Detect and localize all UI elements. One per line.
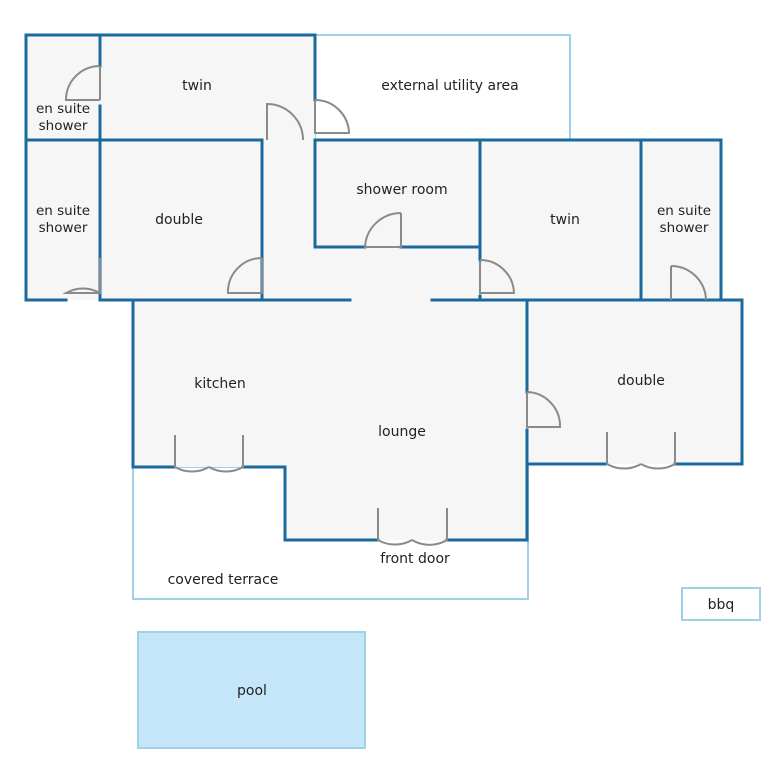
floor-double-left xyxy=(100,140,262,300)
door-utility xyxy=(314,99,351,134)
floor-twin-top xyxy=(100,35,315,140)
floor-ensuite-top xyxy=(26,35,100,140)
doors xyxy=(62,65,707,546)
label-ensuite-mid-line2: shower xyxy=(39,220,88,236)
pool-area xyxy=(137,631,366,749)
room-floors xyxy=(26,35,742,540)
label-pool: pool xyxy=(237,683,267,699)
label-double-right: double xyxy=(617,373,665,389)
door-twin-top xyxy=(266,102,304,141)
door-kitchen-left xyxy=(174,435,210,473)
label-ensuite-top-line1: en suite xyxy=(36,101,90,117)
floor-double-right xyxy=(527,300,742,464)
external-utility-area xyxy=(314,34,571,141)
door-shower-room xyxy=(363,211,402,248)
floor-hallway xyxy=(262,140,315,300)
door-double-left xyxy=(226,257,263,294)
label-double-left: double xyxy=(155,212,203,228)
walls xyxy=(24,33,744,542)
bbq-box xyxy=(681,587,761,621)
wall-kitchen-outer xyxy=(131,298,529,542)
door-kitchen-right xyxy=(208,435,244,473)
label-kitchen: kitchen xyxy=(194,376,246,392)
label-twin-mid: twin xyxy=(550,212,580,228)
wall-top-block xyxy=(24,33,317,142)
door-front-right xyxy=(411,508,448,546)
floor-ensuite-mid xyxy=(26,140,100,300)
label-ensuite-right-line2: shower xyxy=(660,220,709,236)
label-lounge: lounge xyxy=(378,424,426,440)
label-ensuite-right-line1: en suite xyxy=(657,203,711,219)
wall-shower-room xyxy=(313,138,482,249)
label-twin-top: twin xyxy=(182,78,212,94)
wall-double-right xyxy=(525,298,744,466)
door-ensuite-mid xyxy=(62,258,101,295)
floor-lounge-kitchen xyxy=(133,300,527,540)
label-external-utility: external utility area xyxy=(381,78,519,94)
door-twin-mid xyxy=(479,259,516,294)
floor-hall-lower xyxy=(315,247,480,300)
label-bbq: bbq xyxy=(708,597,735,613)
door-ensuite-top xyxy=(64,65,101,101)
door-ensuite-right xyxy=(670,265,707,301)
floor-shower-room xyxy=(315,140,480,247)
floor-ensuite-right xyxy=(641,140,721,300)
label-ensuite-mid-line1: en suite xyxy=(36,203,90,219)
door-front-left xyxy=(377,508,413,546)
label-front-door: front door xyxy=(380,551,450,567)
door-double-right-right xyxy=(640,432,676,470)
door-double-right-left xyxy=(606,432,642,470)
label-shower-room: shower room xyxy=(356,182,447,198)
room-labels: twin external utility area en suite show… xyxy=(36,78,734,699)
label-ensuite-top-line2: shower xyxy=(39,118,88,134)
door-lounge-double xyxy=(526,391,562,428)
label-covered-terrace: covered terrace xyxy=(168,572,279,588)
wall-twin-mid xyxy=(478,138,723,302)
